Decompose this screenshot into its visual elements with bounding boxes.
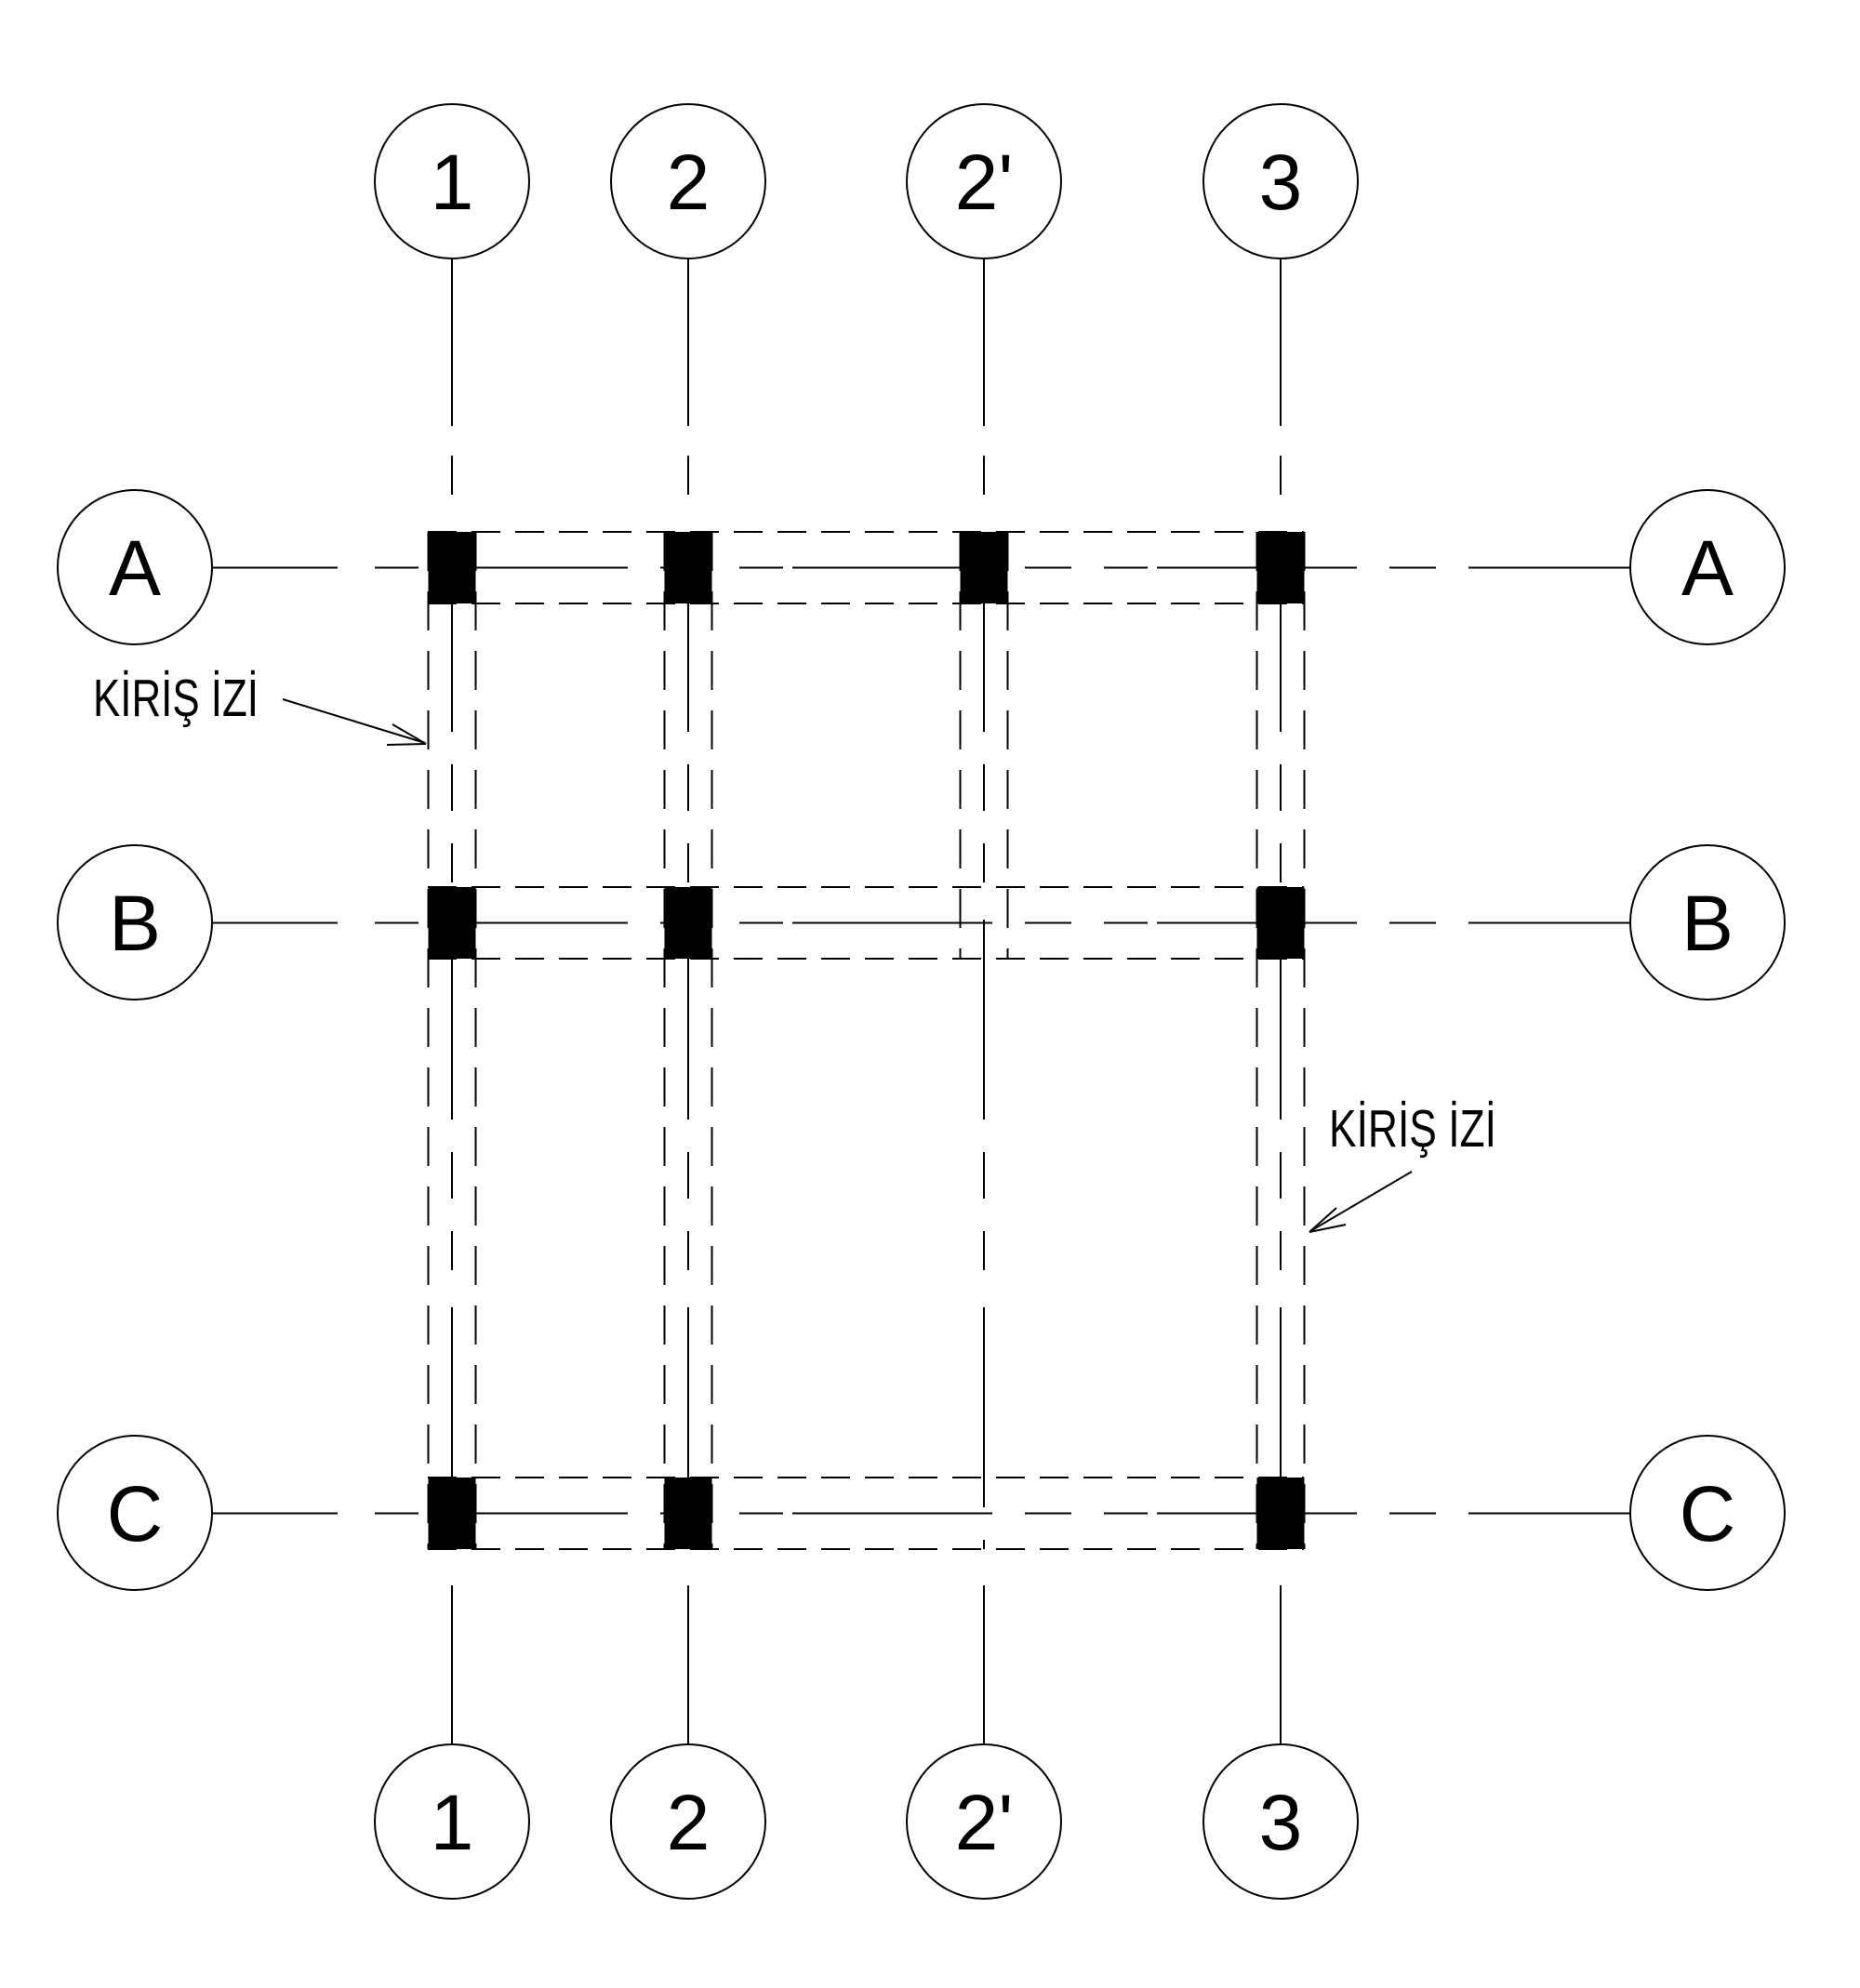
grid-bubble-top-3 <box>1202 103 1359 259</box>
grid-bubble-right-c-label: C <box>1680 1470 1736 1557</box>
beam-trace-label-2: KİRİŞ İZİ <box>1329 1099 1496 1159</box>
grid-bubble-bottom-3-label: 3 <box>1259 1779 1303 1866</box>
grid-bubble-right-a-label: A <box>1681 524 1734 612</box>
beam-trace-lines <box>427 531 1306 1550</box>
beam-trace-leader-1 <box>282 698 426 744</box>
grid-bubble-top-1 <box>374 103 530 259</box>
column-block-b3 <box>1256 887 1305 959</box>
column-block-c3 <box>1256 1478 1305 1549</box>
grid-bubble-bottom-2p-label: 2' <box>955 1779 1014 1866</box>
grid-axis-lines <box>212 258 1630 1745</box>
grid-bubble-bottom-2p <box>906 1743 1062 1900</box>
grid-bubble-top-2p-label: 2' <box>955 139 1014 226</box>
grid-bubble-left-c <box>57 1435 213 1591</box>
grid-bubble-top-3-label: 3 <box>1259 139 1303 226</box>
grid-bubble-left-b <box>57 844 213 1001</box>
grid-bubble-top-2 <box>610 103 766 259</box>
column-block-a1 <box>428 532 476 603</box>
column-block-b1 <box>428 887 476 959</box>
grid-bubbles: 1 2 2' 3 1 2 2' 3 A B C A B C <box>57 103 1786 1900</box>
grid-bubble-bottom-1-label: 1 <box>431 1779 474 1866</box>
grid-bubble-top-1-label: 1 <box>431 139 474 226</box>
grid-bubble-right-b <box>1629 844 1786 1001</box>
column-block-c1 <box>428 1478 476 1549</box>
grid-bubble-left-a <box>57 489 213 645</box>
grid-bubble-left-a-label: A <box>109 524 161 612</box>
grid-bubble-right-b-label: B <box>1681 880 1734 967</box>
column-block-a3 <box>1256 532 1305 603</box>
column-block-b2 <box>664 887 712 959</box>
column-block-a2 <box>664 532 712 603</box>
beam-trace-label-1: KİRİŞ İZİ <box>93 669 259 728</box>
column-block-a2p <box>960 532 1008 603</box>
column-blocks <box>428 532 1305 1549</box>
grid-bubble-right-c <box>1629 1435 1786 1591</box>
grid-bubble-bottom-2-label: 2 <box>667 1779 711 1866</box>
grid-bubble-right-a <box>1629 489 1786 645</box>
beam-trace-arrowhead-1a <box>392 723 427 745</box>
grid-bubble-bottom-3 <box>1202 1743 1359 1900</box>
grid-bubble-top-2-label: 2 <box>667 139 711 226</box>
grid-bubble-bottom-1 <box>374 1743 530 1900</box>
annotations: KİRİŞ İZİ KİRİŞ İZİ <box>93 669 1496 1233</box>
beam-trace-leader-2 <box>1309 1171 1413 1232</box>
column-block-c2 <box>664 1478 712 1549</box>
grid-bubble-top-2p <box>906 103 1062 259</box>
grid-bubble-left-b-label: B <box>109 880 161 967</box>
beam-trace-arrowhead-2b <box>1309 1224 1347 1233</box>
beam-trace-arrowhead-1b <box>386 743 427 746</box>
beam-trace-arrowhead-2a <box>1309 1207 1337 1233</box>
grid-bubble-left-c-label: C <box>107 1470 164 1557</box>
grid-bubble-bottom-2 <box>610 1743 766 1900</box>
